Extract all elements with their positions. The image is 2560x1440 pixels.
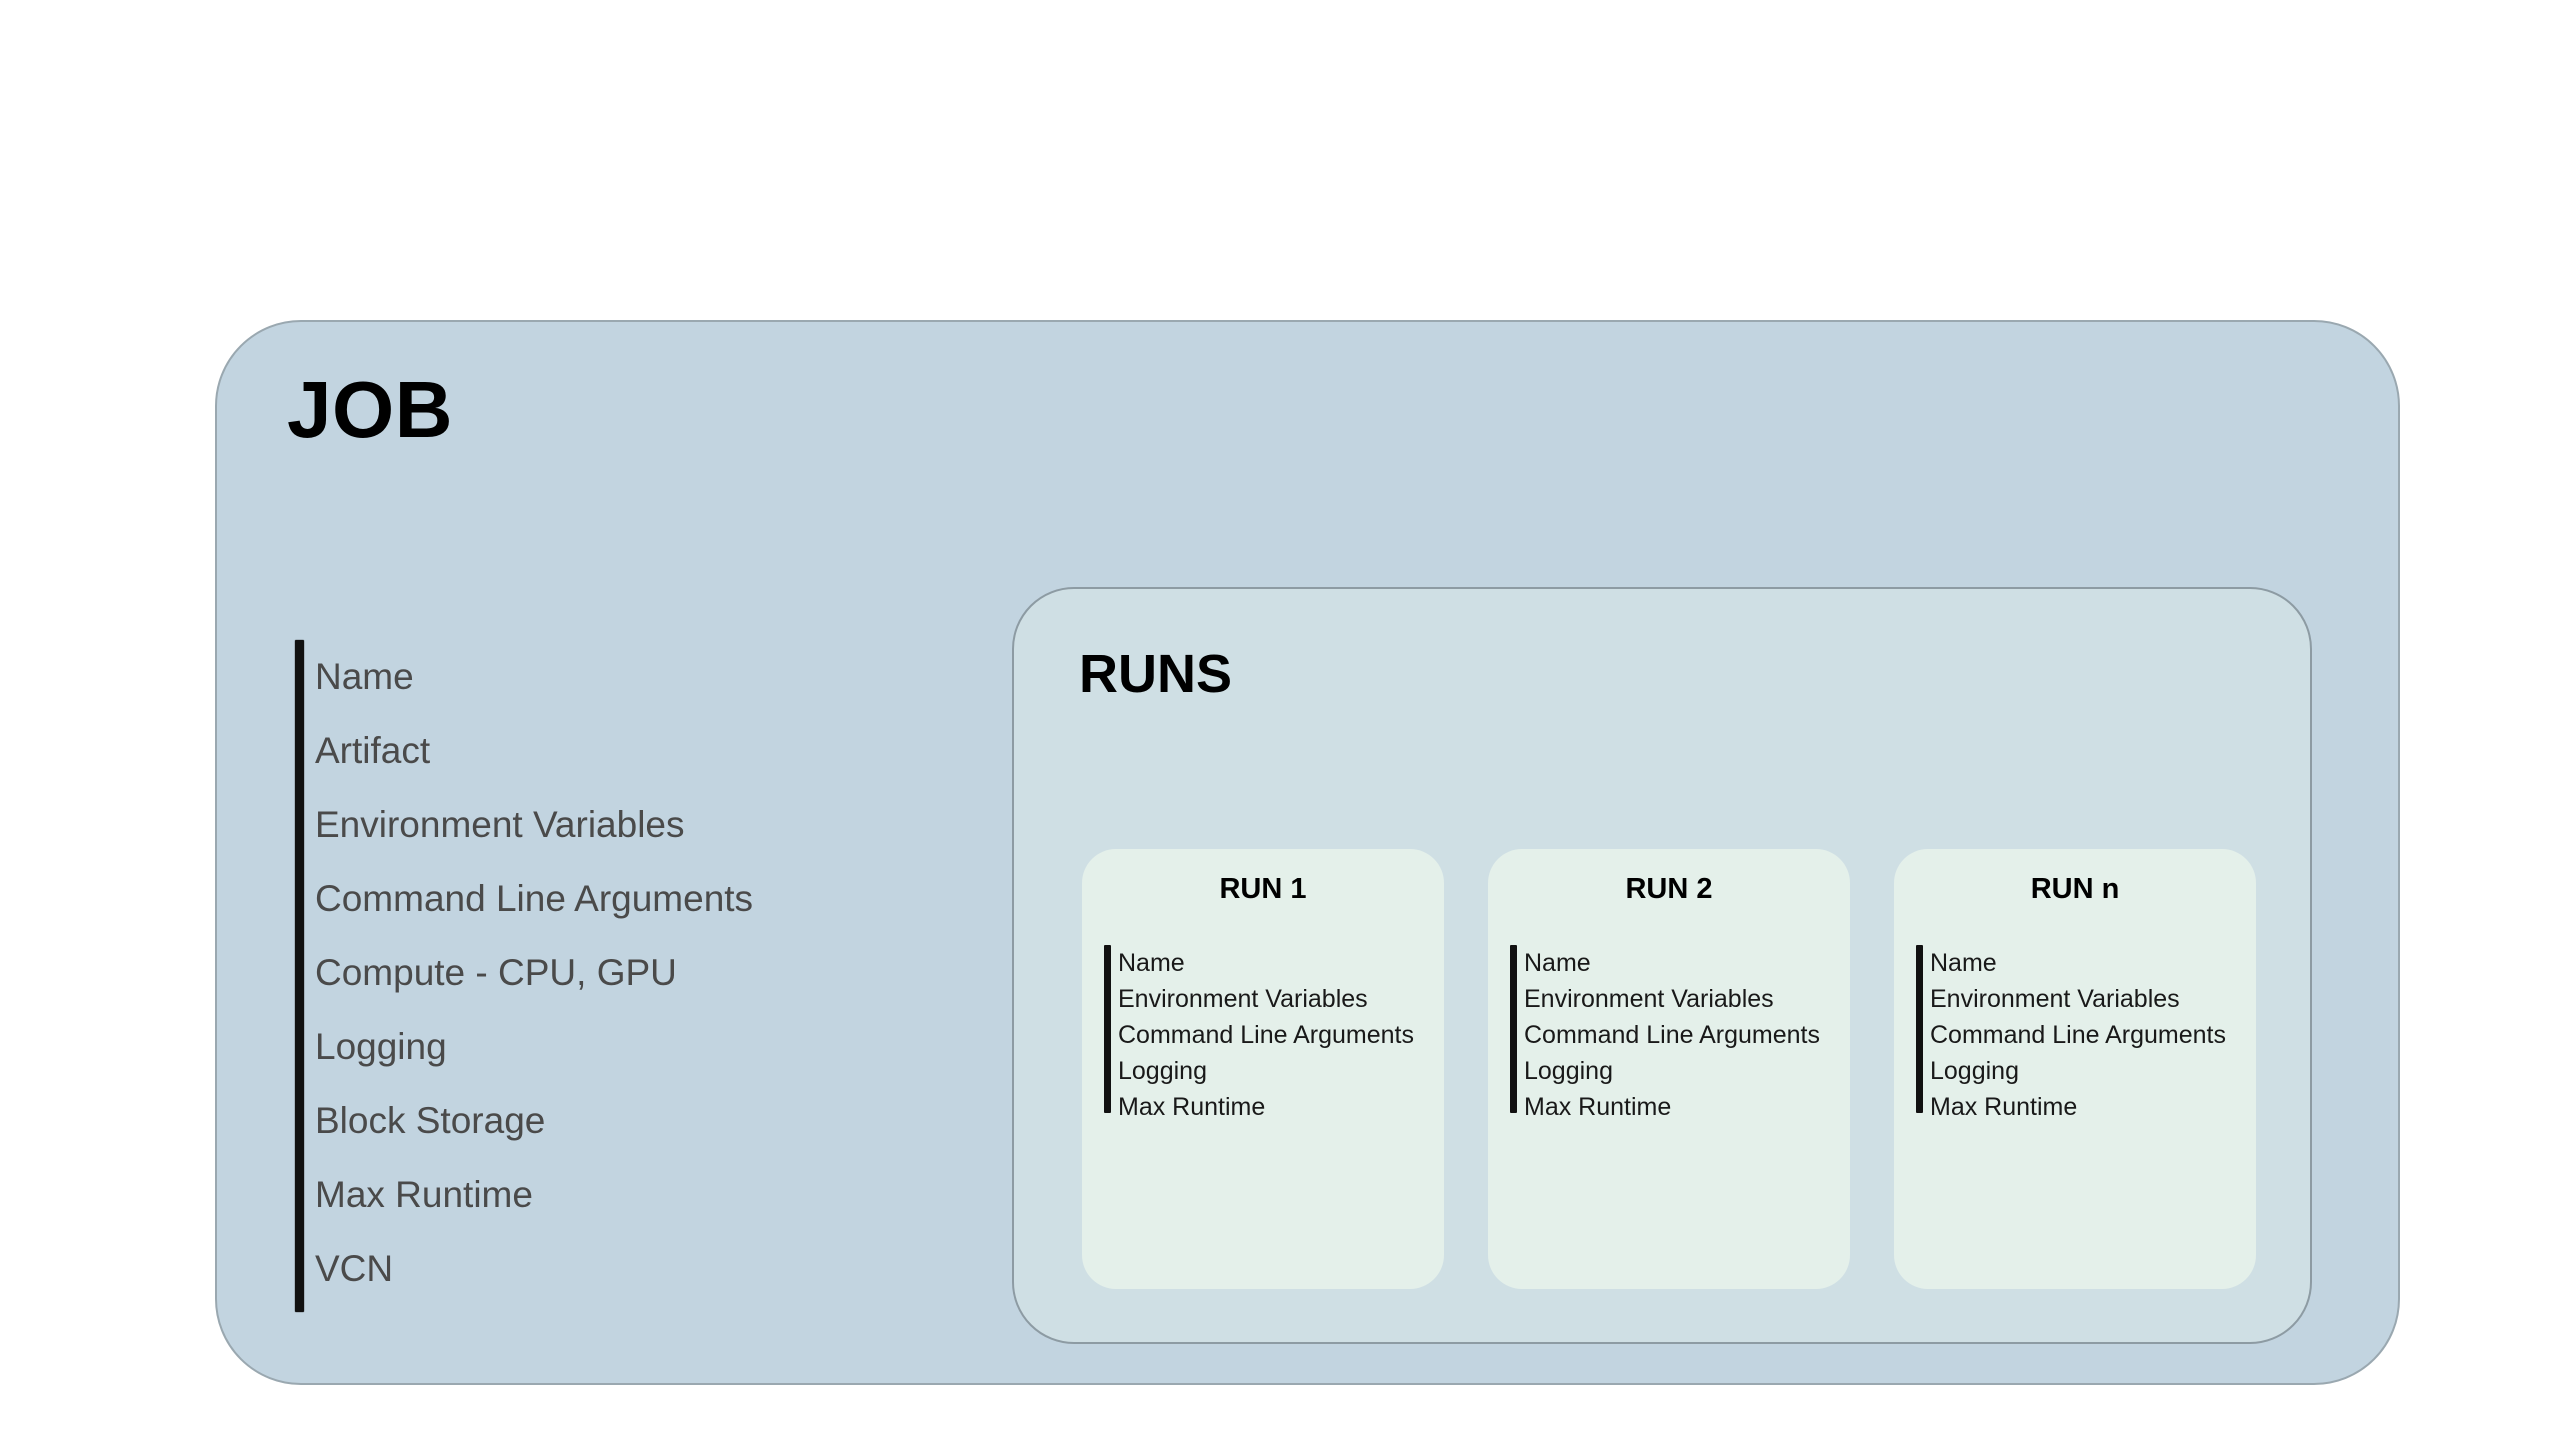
job-title: JOB — [287, 365, 453, 454]
list-item: Max Runtime — [1930, 1093, 2078, 1121]
run-list-accent-bar — [1510, 945, 1517, 1113]
list-item: Block Storage — [315, 1100, 546, 1141]
run-list-accent-bar — [1104, 945, 1111, 1113]
list-item: Name — [1930, 949, 1997, 977]
run-card-n: RUN n Name Environment Variables Command… — [1894, 849, 2256, 1289]
list-item: Command Line Arguments — [1930, 1021, 2226, 1049]
run-list-accent-bar — [1916, 945, 1923, 1113]
list-item: Command Line Arguments — [315, 878, 754, 919]
list-item: Compute - CPU, GPU — [315, 952, 677, 993]
job-list-accent-bar — [295, 640, 304, 1312]
run-card-title: RUN n — [2030, 873, 2120, 905]
list-item: Logging — [1118, 1057, 1207, 1085]
list-item: Artifact — [315, 730, 431, 771]
job-list: Name Artifact Environment Variables Comm… — [295, 640, 935, 1306]
list-item: Max Runtime — [1118, 1093, 1266, 1121]
list-item: Environment Variables — [1930, 985, 2180, 1013]
list-item: Name — [1524, 949, 1591, 977]
list-item: Max Runtime — [1524, 1093, 1672, 1121]
job-panel: JOB Name Artifact Environment Variables … — [215, 320, 2400, 1385]
run-card-1: RUN 1 Name Environment Variables Command… — [1082, 849, 1444, 1289]
run-card-title: RUN 2 — [1625, 873, 1713, 905]
list-item: VCN — [315, 1248, 394, 1289]
list-item: Max Runtime — [315, 1174, 533, 1215]
list-item: Environment Variables — [315, 804, 685, 845]
run-list: Name Environment Variables Command Line … — [1510, 945, 1840, 1125]
run-list: Name Environment Variables Command Line … — [1104, 945, 1434, 1125]
runs-panel: RUNS RUN 1 Name Environment Variables Co… — [1012, 587, 2312, 1344]
run-list: Name Environment Variables Command Line … — [1916, 945, 2246, 1125]
list-item: Logging — [1930, 1057, 2019, 1085]
run-card-title: RUN 1 — [1219, 873, 1307, 905]
list-item: Name — [1118, 949, 1185, 977]
list-item: Name — [315, 656, 414, 697]
job-property-list: Name Artifact Environment Variables Comm… — [295, 640, 935, 1312]
run-card-group: RUN 1 Name Environment Variables Command… — [1082, 849, 2256, 1289]
list-item: Logging — [315, 1026, 447, 1067]
run-property-list: Name Environment Variables Command Line … — [1510, 945, 1840, 1125]
list-item: Logging — [1524, 1057, 1613, 1085]
list-item: Environment Variables — [1524, 985, 1774, 1013]
runs-title: RUNS — [1079, 644, 1233, 704]
list-item: Environment Variables — [1118, 985, 1368, 1013]
list-item: Command Line Arguments — [1118, 1021, 1414, 1049]
run-property-list: Name Environment Variables Command Line … — [1104, 945, 1434, 1125]
run-card-2: RUN 2 Name Environment Variables Command… — [1488, 849, 1850, 1289]
list-item: Command Line Arguments — [1524, 1021, 1820, 1049]
run-property-list: Name Environment Variables Command Line … — [1916, 945, 2246, 1125]
